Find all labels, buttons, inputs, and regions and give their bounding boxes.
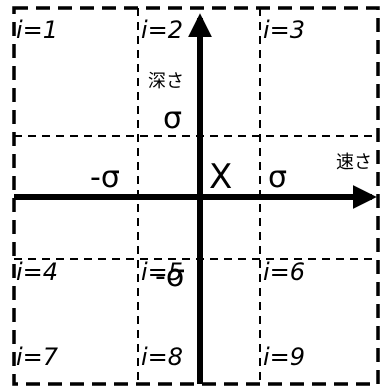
cell-label-5: i=5 bbox=[141, 258, 184, 286]
origin-label: X bbox=[209, 157, 233, 197]
sigma-tick-down: -σ bbox=[155, 259, 185, 294]
outer-border bbox=[12, 6, 380, 386]
sigma-tick-up: σ bbox=[163, 101, 183, 136]
cell-label-9: i=9 bbox=[263, 343, 306, 371]
cell-label-1: i=1 bbox=[16, 16, 59, 44]
vertical-axis-label: 深さ bbox=[148, 71, 184, 92]
cell-label-8: i=8 bbox=[141, 343, 184, 371]
cell-label-2: i=2 bbox=[141, 16, 184, 44]
cell-label-6: i=6 bbox=[263, 258, 306, 286]
sigma-tick-right: σ bbox=[268, 160, 288, 195]
cell-label-3: i=3 bbox=[263, 16, 306, 44]
cell-label-7: i=7 bbox=[16, 343, 59, 371]
cell-label-4: i=4 bbox=[16, 258, 59, 286]
horizontal-axis-label: 速さ bbox=[336, 152, 372, 173]
sigma-tick-left: -σ bbox=[90, 160, 120, 195]
